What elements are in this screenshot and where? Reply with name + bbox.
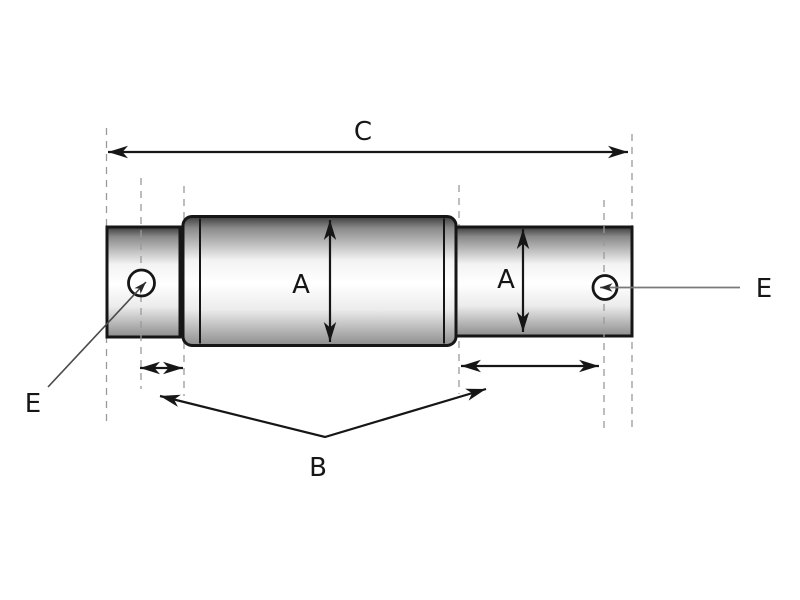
dimension-labels: C A A B E E — [25, 117, 772, 483]
dimension-b-label: B — [309, 453, 327, 483]
dimension-a-right-label: A — [497, 265, 515, 295]
right-hole-label: E — [756, 274, 772, 304]
dimension-b-leader — [159, 387, 487, 439]
dimension-c-label: C — [354, 117, 372, 147]
dimension-lines — [108, 145, 628, 439]
dimension-a-center-label: A — [292, 270, 310, 300]
left-hole-label: E — [25, 389, 41, 419]
stepped-shaft — [105, 215, 634, 347]
shaft-center-body — [181, 215, 458, 347]
left-hole-circle — [127, 268, 156, 298]
left-hole-leader-line — [47, 281, 147, 388]
